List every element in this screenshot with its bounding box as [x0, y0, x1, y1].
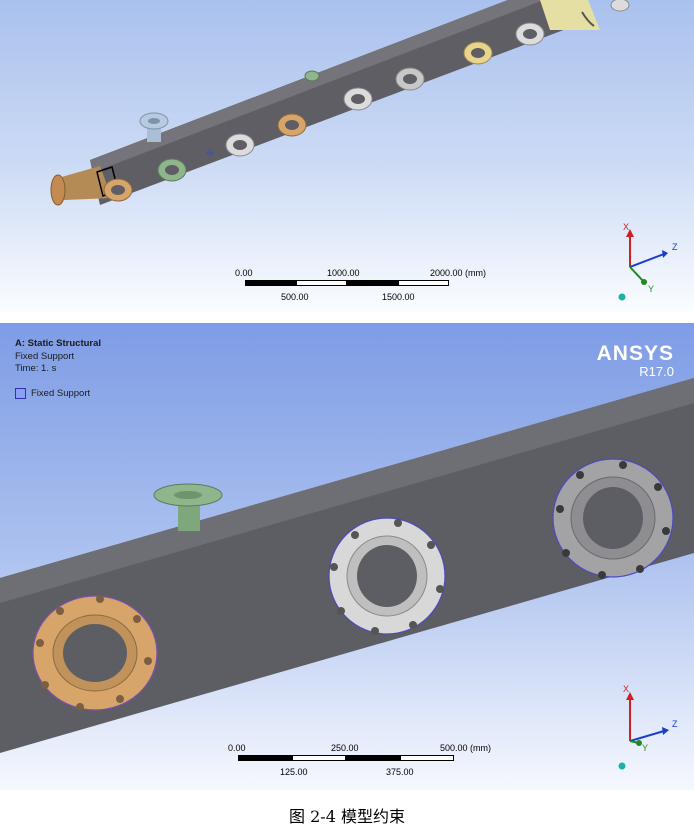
analysis-info: A: Static Structural Fixed Support Time:…	[15, 338, 101, 376]
axis-x-label: X	[623, 222, 629, 232]
analysis-time: Time: 1. s	[15, 363, 57, 374]
scale-label-3: 1500.00	[382, 292, 415, 302]
geometry-viewport-detail[interactable]: A: Static Structural Fixed Support Time:…	[0, 323, 694, 790]
scale-segment-3	[347, 280, 398, 286]
flange-orange-2	[277, 113, 307, 137]
scale-segment-1	[245, 280, 296, 286]
scale-label-1: 500.00	[281, 292, 309, 302]
nozzle-blue	[139, 112, 169, 142]
flange-white-4	[515, 22, 545, 46]
axis-triad[interactable]: X Z Y	[612, 220, 682, 305]
ansys-logo: ANSYS R17.0	[597, 343, 674, 379]
axis-y-label: Y	[642, 743, 648, 753]
pipe-highlight	[0, 378, 694, 603]
flange-white-1	[225, 133, 255, 157]
scale-label-0: 0.00	[228, 743, 246, 753]
scale-label-3: 375.00	[386, 767, 414, 777]
legend-fixed-support[interactable]: Fixed Support	[15, 388, 90, 399]
flange-orange-1	[103, 178, 133, 202]
end-flange	[50, 174, 66, 206]
axis-z-label: Z	[672, 242, 678, 252]
axis-x-label: X	[623, 684, 629, 694]
flange-white-3	[395, 67, 425, 91]
scale-bar: 0.00 250.00 500.00 (mm) 125.00 375.00	[228, 743, 491, 788]
pipe-highlight	[90, 0, 544, 172]
scale-label-0: 0.00	[235, 268, 253, 278]
flange-yellow-1	[463, 41, 493, 65]
figure-caption: 图 2-4 模型约束	[289, 807, 405, 826]
scale-segment-1	[238, 755, 292, 761]
pipe-model-overview	[50, 0, 630, 206]
scale-label-4: 2000.00 (mm)	[430, 268, 487, 278]
axis-y-label: Y	[648, 284, 654, 294]
scale-segment-4	[398, 280, 449, 286]
flange-white-2	[343, 87, 373, 111]
nozzle-green	[153, 483, 223, 531]
logo-version: R17.0	[639, 364, 674, 379]
scale-segment-2	[296, 280, 347, 286]
scale-label-2: 250.00	[331, 743, 359, 753]
flange-white-middle	[328, 517, 446, 635]
vessel-hook	[581, 11, 595, 27]
axis-z-label: Z	[672, 719, 678, 729]
scale-label-2: 1000.00	[327, 268, 360, 278]
cursor-crosshair	[206, 149, 214, 157]
scale-bar: 0.00 1000.00 2000.00 (mm) 500.00 1500.00	[235, 268, 486, 313]
pipe-model-detail	[0, 378, 694, 753]
legend-swatch	[15, 388, 26, 399]
scale-segment-4	[400, 755, 454, 761]
scale-segment-3	[346, 755, 400, 761]
flange-green-1	[157, 158, 187, 182]
nozzle-green-small	[304, 70, 320, 82]
scale-label-1: 125.00	[280, 767, 308, 777]
logo-brand: ANSYS	[596, 342, 674, 365]
flange-white-5	[610, 0, 630, 12]
axis-triad[interactable]: X Z Y	[612, 681, 682, 771]
flange-orange	[32, 595, 158, 711]
geometry-viewport-overview[interactable]: 0.00 1000.00 2000.00 (mm) 500.00 1500.00…	[0, 0, 694, 313]
analysis-object: Fixed Support	[15, 350, 75, 362]
scale-segment-2	[292, 755, 346, 761]
analysis-title: A: Static Structural	[15, 338, 102, 349]
cone-reducer	[58, 166, 112, 200]
vessel-end	[540, 0, 600, 30]
scale-label-4: 500.00 (mm)	[440, 743, 492, 753]
legend-label: Fixed Support	[31, 388, 91, 399]
flange-grey-right	[552, 458, 674, 579]
